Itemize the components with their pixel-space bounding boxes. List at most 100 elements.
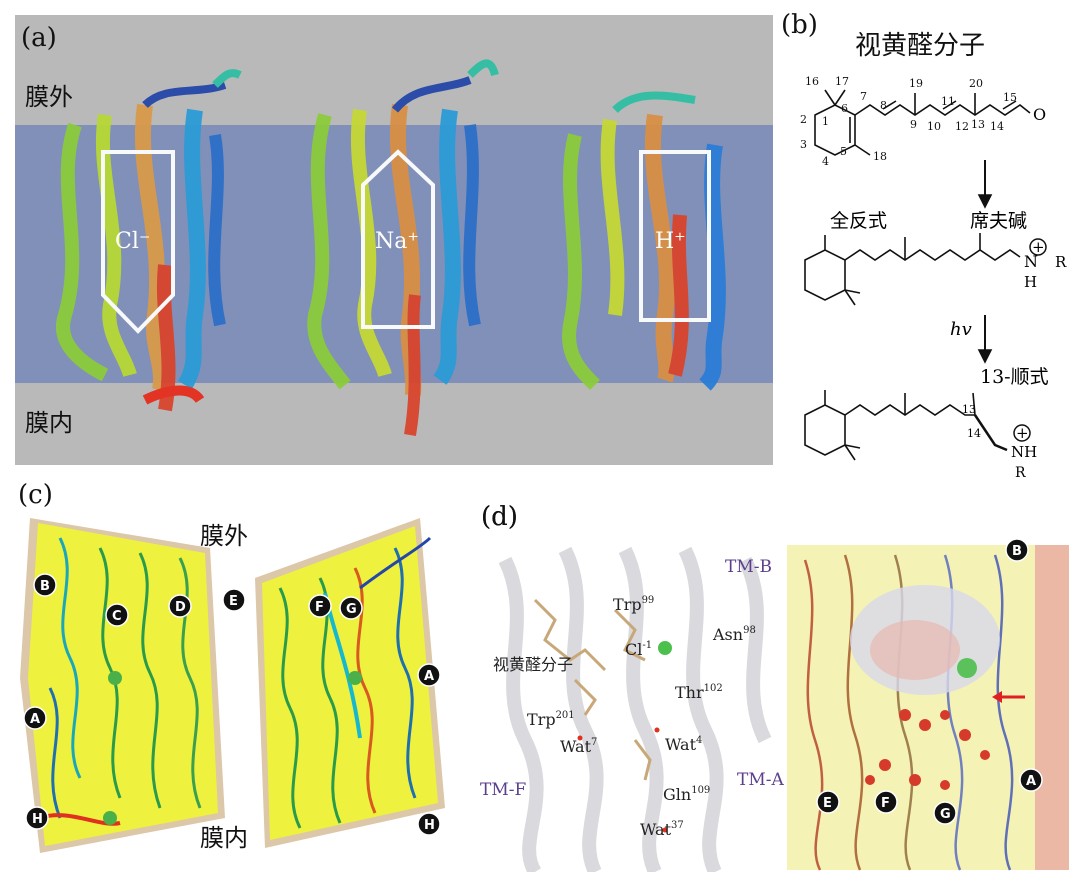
badge-a-d: A	[1019, 768, 1043, 792]
schiff-base-h: H	[1024, 273, 1037, 291]
water-37: Wat37	[640, 820, 684, 839]
schiff-base-label: 席夫碱	[970, 210, 1027, 232]
badge-a-right: A	[417, 663, 441, 687]
svg-text:A: A	[424, 669, 434, 684]
atom-3: 3	[800, 138, 807, 151]
panel-c-label: (c)	[18, 480, 53, 510]
panel-c-outside-label: 膜外	[200, 522, 248, 550]
badge-b-left: B	[33, 573, 57, 597]
residue-thr102: Thr102	[675, 683, 723, 702]
atom-19: 19	[909, 77, 923, 90]
residue-trp201: Trp201	[527, 710, 575, 729]
atom-16: 16	[805, 75, 819, 88]
svg-text:B: B	[40, 579, 50, 594]
tm-b-label: TM-B	[725, 557, 772, 577]
atom-8: 8	[880, 99, 887, 112]
cis13-label: 13-顺式	[980, 366, 1049, 388]
badge-e-d: E	[816, 790, 840, 814]
panel-b: (b) 视黄醛分子	[775, 5, 1075, 485]
panel-c-inside-label: 膜内	[200, 824, 248, 852]
protein-h-pump	[562, 91, 726, 391]
water-7: Wat7	[560, 737, 597, 756]
tm-f-label: TM-F	[480, 780, 526, 800]
atom-2: 2	[800, 113, 807, 126]
atom-13: 13	[971, 118, 985, 131]
atom-6: 6	[841, 102, 848, 115]
badge-g-d: G	[933, 801, 957, 825]
svg-text:A: A	[30, 712, 40, 727]
atom-4: 4	[822, 155, 829, 168]
panel-b-label: (b)	[781, 10, 818, 40]
atom-9: 9	[910, 118, 917, 131]
all-trans-label: 全反式	[830, 210, 887, 232]
protein-cl-pump	[56, 69, 242, 412]
badge-c-left: C	[105, 603, 129, 627]
cis-r: R	[1015, 465, 1026, 481]
badge-d-left: D	[168, 594, 192, 618]
atom-12: 12	[955, 120, 969, 133]
retinal-structures: O 16 17 1 2 3 4 5 6 7 8 9 10 11 12 13 14…	[800, 75, 1067, 481]
panel-a: Cl⁻ Na⁺ H⁺ (a) 膜外 膜内	[15, 15, 773, 465]
atom-11: 11	[941, 95, 955, 108]
h-channel-outline	[639, 150, 711, 322]
ion-cl: Cl⁻	[115, 229, 150, 254]
svg-text:G: G	[346, 602, 357, 617]
na-channel-outline	[361, 149, 435, 329]
cis-atom-14: 14	[967, 427, 981, 440]
svg-text:E: E	[823, 796, 832, 811]
panel-a-outside-label: 膜外	[25, 83, 73, 111]
schiff-base-n: N	[1024, 252, 1038, 271]
atom-17: 17	[835, 75, 849, 88]
svg-text:H: H	[424, 818, 435, 833]
svg-text:D: D	[175, 600, 186, 615]
atom-20: 20	[969, 77, 983, 90]
svg-text:G: G	[940, 807, 951, 822]
retinal-title: 视黄醛分子	[855, 31, 986, 61]
schiff-base-r: R	[1055, 253, 1067, 271]
badge-a-left: A	[23, 706, 47, 730]
svg-text:B: B	[1012, 544, 1022, 559]
badge-f-d: F	[874, 790, 898, 814]
atom-7: 7	[860, 90, 867, 103]
panel-d-figure: TM-B TM-F TM-A Trp99 Asn98 Cl-1 视黄醛分子 Th…	[480, 538, 1069, 872]
cis-plus: +	[1016, 424, 1029, 442]
cis-nh: NH	[1011, 443, 1037, 461]
residue-retinal: 视黄醛分子	[493, 655, 573, 674]
svg-text:C: C	[112, 609, 122, 624]
retinal-oxygen: O	[1033, 105, 1046, 124]
chloride-ion-label: Cl-1	[625, 640, 652, 659]
residue-gln109: Gln109	[663, 785, 710, 804]
light-label: hv	[950, 319, 972, 340]
svg-text:E: E	[229, 594, 238, 609]
panel-d-label-front: (d)	[481, 502, 518, 532]
cis-atom-13: 13	[962, 403, 976, 416]
ion-na: Na⁺	[375, 229, 419, 254]
tm-a-label: TM-A	[737, 770, 784, 790]
residue-trp99: Trp99	[613, 595, 654, 614]
badge-h-left: H	[25, 806, 49, 830]
panel-d: (d) TM-B TM-F TM-A Trp99 Asn98 Cl-1 视黄醛分…	[475, 500, 1075, 872]
svg-text:A: A	[1026, 774, 1036, 789]
svg-text:F: F	[881, 796, 890, 811]
atom-18: 18	[873, 150, 887, 163]
panel-c-figure: B C D A H E F G A H	[20, 518, 445, 853]
protein-na-pump	[307, 59, 499, 436]
badge-g-right: G	[339, 596, 363, 620]
panel-d-label: (d)	[481, 502, 518, 532]
cl-channel-outline	[101, 150, 175, 334]
schiff-base-plus: +	[1032, 238, 1045, 256]
panel-a-label: (a)	[21, 23, 57, 53]
atom-1: 1	[822, 115, 829, 128]
water-4: Wat4	[665, 735, 702, 754]
panel-a-figure: Cl⁻ Na⁺ H⁺	[15, 15, 773, 465]
atom-15: 15	[1003, 91, 1017, 104]
ion-h: H⁺	[655, 229, 686, 254]
svg-text:F: F	[315, 600, 324, 615]
atom-14: 14	[990, 120, 1004, 133]
panel-c: B C D A H E F G A H (c) 膜外 膜内	[0, 478, 470, 870]
atom-10: 10	[927, 120, 941, 133]
panel-a-inside-label: 膜内	[25, 409, 73, 437]
badge-f-right: F	[308, 594, 332, 618]
badge-e-right: E	[222, 588, 246, 612]
residue-asn98: Asn98	[712, 625, 756, 644]
